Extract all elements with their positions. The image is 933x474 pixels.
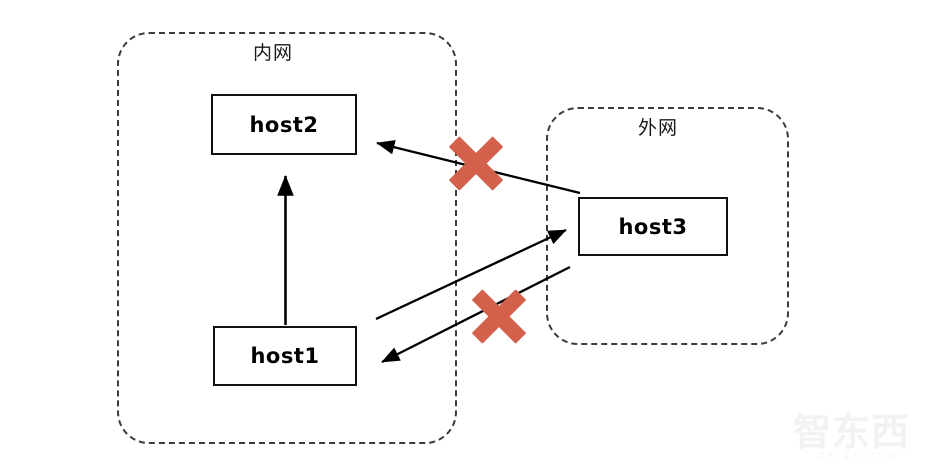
host-node-host3-label: host3	[618, 214, 688, 239]
host-node-host3[interactable]: host3	[578, 197, 728, 256]
watermark-text: 智东西	[793, 410, 911, 454]
blocked-cross-icon-upper	[445, 132, 507, 194]
blocked-cross-icon-lower	[468, 285, 530, 347]
host-node-host2-label: host2	[249, 112, 319, 137]
host-node-host1-label: host1	[250, 344, 320, 368]
host-node-host2[interactable]: host2	[211, 94, 357, 155]
watermark: 智东西 zhidx.com	[793, 412, 925, 470]
network-zone-internal-label: 内网	[253, 42, 294, 64]
watermark-subtext: zhidx.com	[818, 450, 900, 461]
network-zone-external	[546, 107, 789, 345]
host-node-host1[interactable]: host1	[213, 326, 357, 386]
network-zone-external-label: 外网	[638, 117, 679, 139]
